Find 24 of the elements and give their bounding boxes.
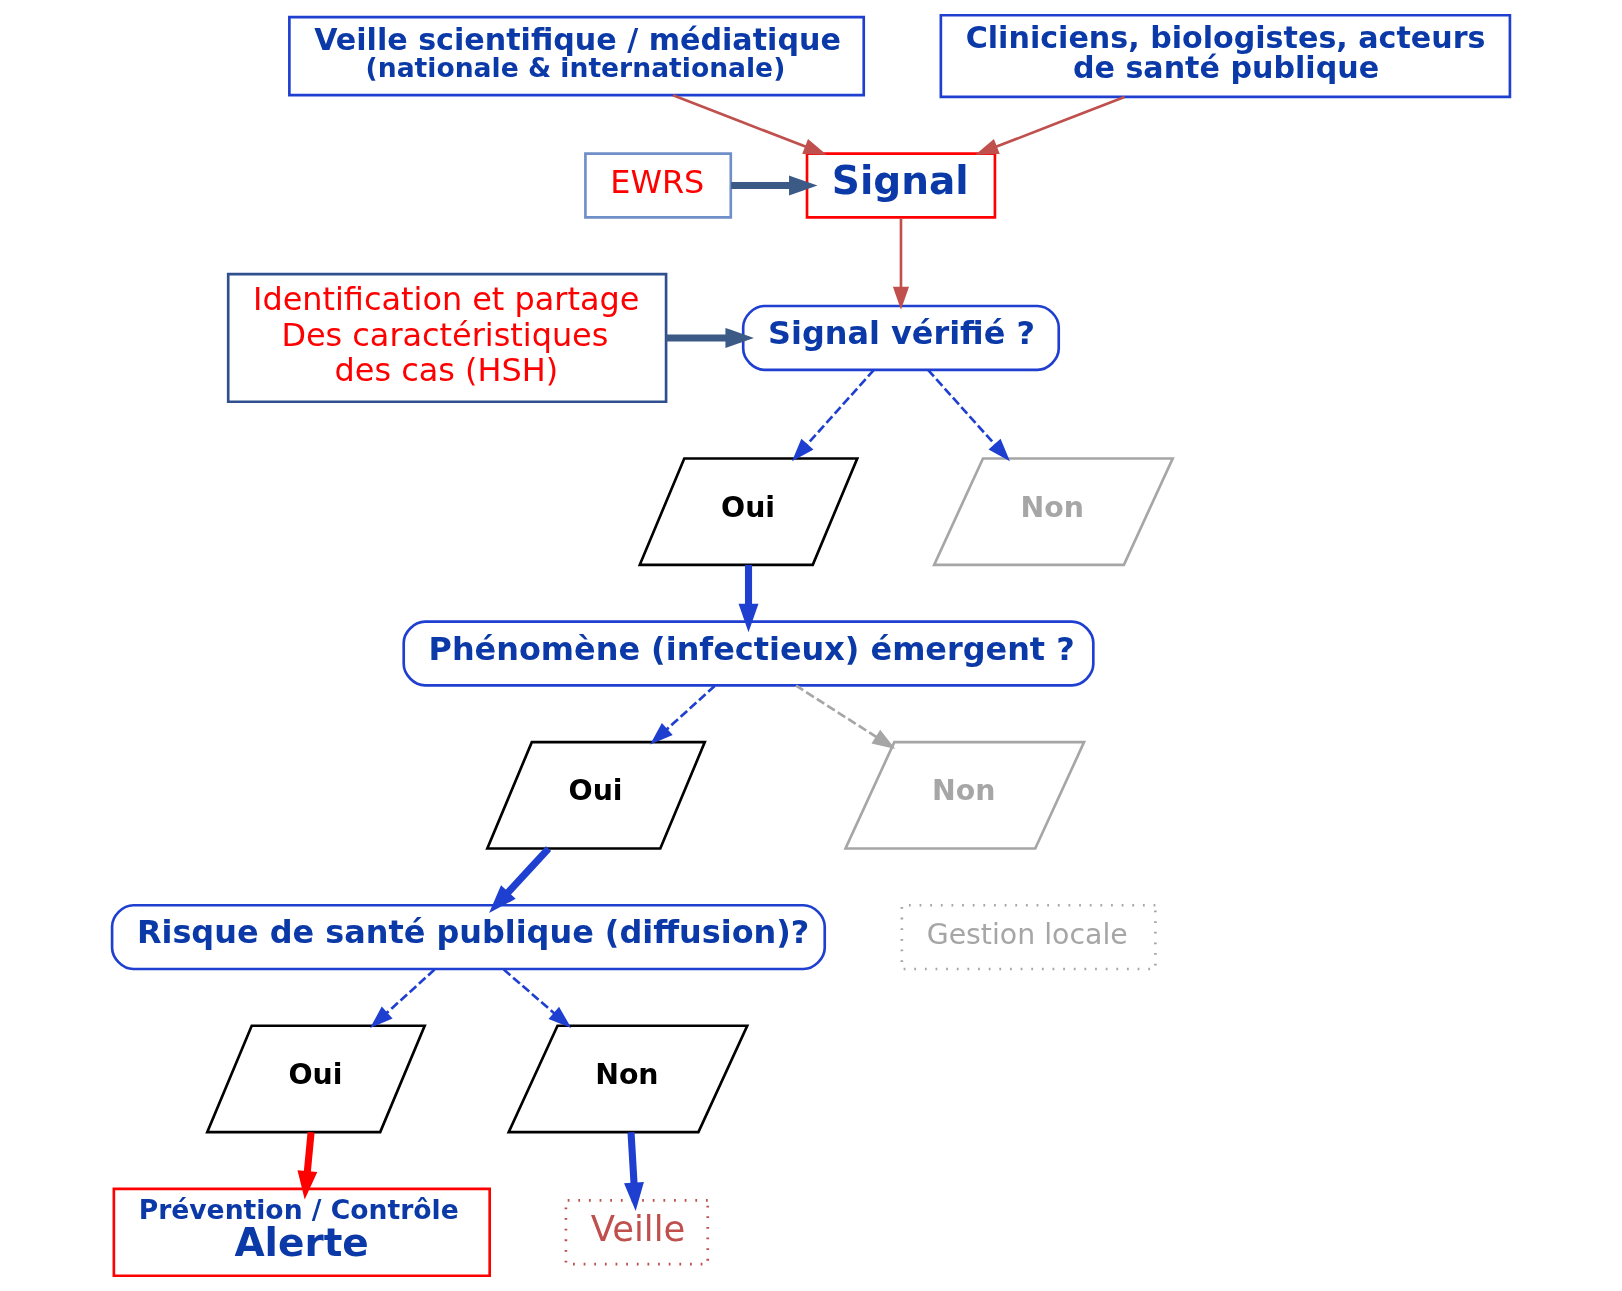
node-box: Risque de santé publique (diffusion)?	[110, 903, 827, 971]
arrow	[502, 968, 572, 1028]
node-box: Prévention / Contrôle Alerte	[112, 1187, 491, 1278]
node-box: Veille	[564, 1199, 710, 1266]
arrow	[650, 684, 716, 745]
arrow	[672, 94, 827, 155]
arrow	[892, 218, 910, 310]
node-box: Phénomène (infectieux) émergent ?	[402, 620, 1095, 687]
arrow	[795, 684, 896, 750]
node-box: Cliniciens, biologistes, acteurs de santé publique	[939, 13, 1512, 99]
node-box: EWRS	[584, 152, 733, 219]
arrow	[666, 327, 754, 348]
node-box: Identification et partage Des caractéristiques des cas (HSH)	[226, 272, 668, 404]
node-box: Signal vérifié ?	[741, 304, 1061, 372]
arrow	[370, 968, 436, 1029]
arrow	[297, 1131, 318, 1200]
arrow	[738, 564, 759, 633]
node-box: Veille scientifique / médiatique (nationale & internationale)	[288, 15, 866, 97]
arrow	[792, 369, 875, 462]
arrow	[975, 95, 1125, 155]
node-box: Gestion locale	[900, 903, 1157, 971]
node-box: Signal	[805, 152, 997, 219]
arrow	[927, 369, 1010, 462]
arrow	[489, 846, 552, 913]
